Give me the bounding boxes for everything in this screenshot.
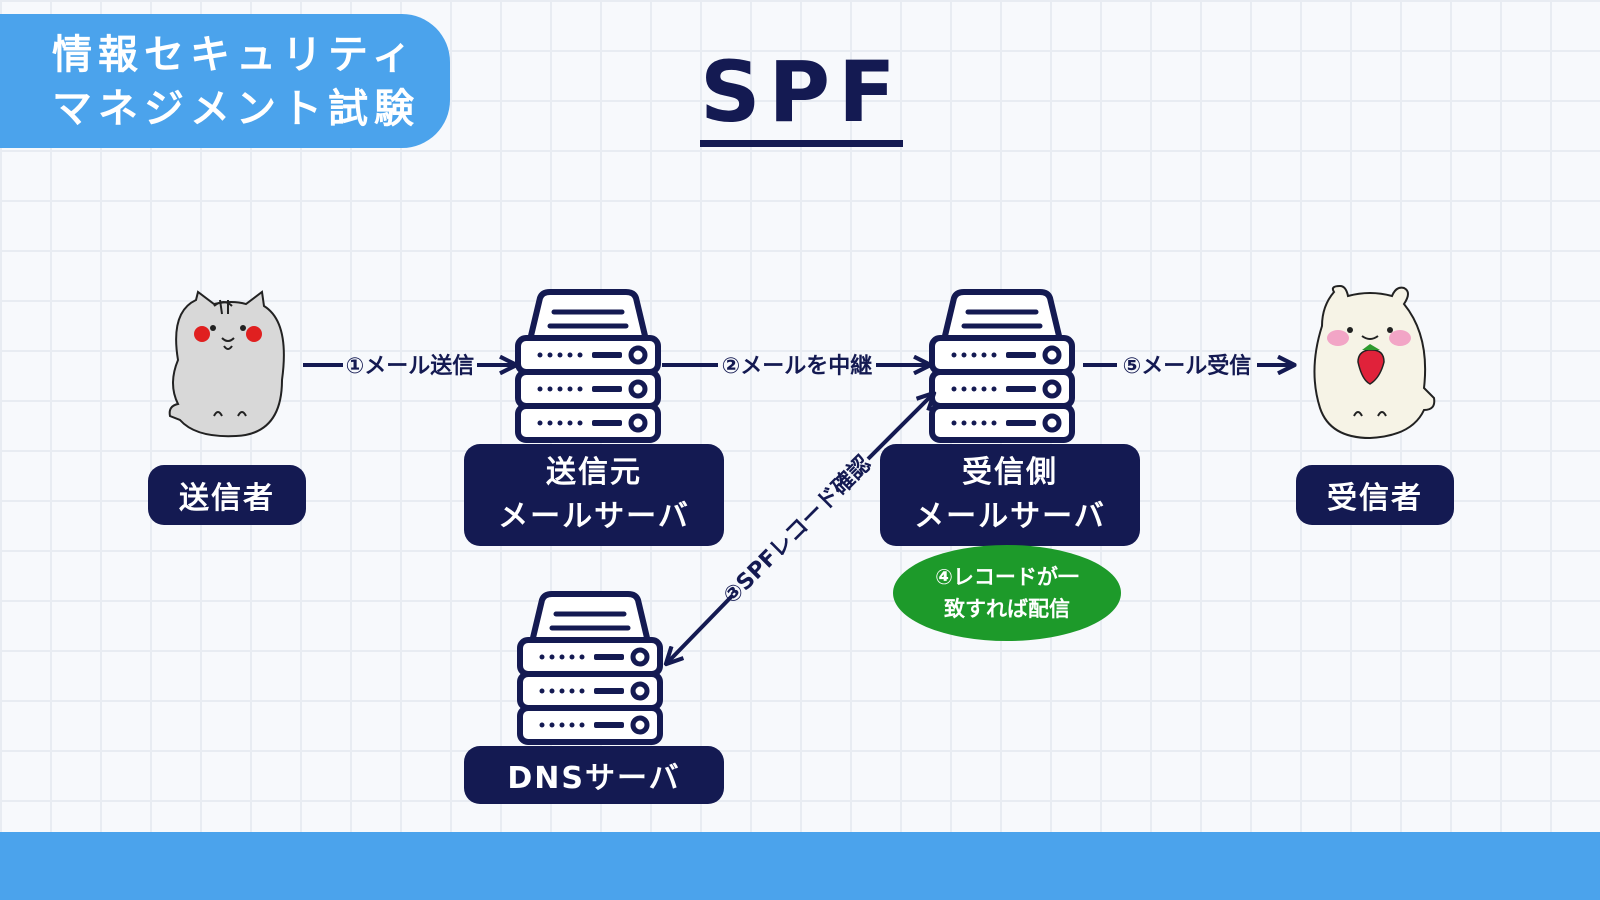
source-server-label: 送信元 メールサーバ (464, 444, 724, 546)
receiving-server-label-line1: 受信側 (962, 455, 1058, 490)
sender-label: 送信者 (148, 465, 306, 525)
cat-character-icon (168, 290, 285, 438)
label-step5: ⑤メール受信 (1123, 353, 1252, 379)
dns-server-icon (520, 594, 660, 742)
arrow-step3-lower (667, 593, 735, 663)
step4-note: ④レコードが一 致すれば配信 (893, 545, 1121, 641)
step4-note-line1: ④レコードが一 (935, 565, 1079, 589)
label-step1: ①メール送信 (346, 353, 475, 379)
source-server-label-line1: 送信元 (546, 455, 642, 490)
arrow-step3-upper (866, 394, 933, 461)
receiver-label: 受信者 (1296, 465, 1454, 525)
source-server-icon (518, 292, 658, 440)
bottom-bar (0, 832, 1600, 900)
receiver-label-text: 受信者 (1327, 481, 1423, 516)
sender-label-text: 送信者 (179, 481, 275, 516)
receiving-server-icon (932, 292, 1072, 440)
exam-badge: 情報セキュリティ マネジメント試験 (0, 14, 450, 148)
receiving-server-label-line2: メールサーバ (914, 499, 1106, 534)
receiving-server-label: 受信側 メールサーバ (880, 444, 1140, 546)
exam-badge-line2: マネジメント試験 (52, 86, 420, 132)
dns-server-label: DNSサーバ (464, 746, 724, 804)
page-title: SPF (700, 46, 904, 147)
hamster-character-icon (1313, 284, 1436, 440)
step4-note-line2: 致すれば配信 (944, 597, 1070, 621)
source-server-label-line2: メールサーバ (498, 499, 690, 534)
label-step2: ②メールを中継 (722, 353, 873, 379)
dns-server-label-text: DNSサーバ (507, 761, 681, 796)
label-step3: ③SPFレコード確認 (718, 451, 876, 609)
exam-badge-line1: 情報セキュリティ (52, 32, 418, 78)
